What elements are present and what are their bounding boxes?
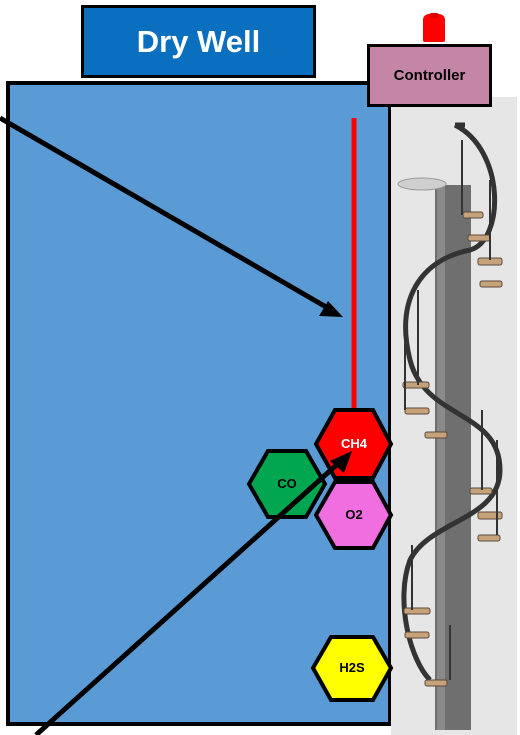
beacon-light-cap — [429, 13, 439, 18]
arrow-head-icon — [330, 451, 352, 473]
dry-well-title: Dry Well — [136, 23, 261, 59]
staircase-top-cap — [397, 177, 447, 191]
h2s-sensor-hex[interactable] — [310, 635, 394, 702]
arrow-to-sample-line — [0, 115, 335, 314]
o2-sensor-label: O2 — [345, 507, 363, 522]
co-sensor-hex[interactable] — [246, 449, 328, 519]
controller-label: Controller — [393, 67, 466, 84]
h2s-sensor-label: H2S — [339, 660, 365, 675]
dry-well-title-box: Dry Well — [81, 5, 316, 78]
co-sensor-label: CO — [277, 476, 297, 491]
controller-box[interactable]: Controller — [367, 44, 492, 107]
staircase-balusters — [404, 140, 498, 680]
dry-well-body — [6, 81, 392, 726]
beacon-light-icon — [423, 14, 445, 42]
o2-sensor-hex[interactable] — [313, 480, 394, 550]
ch4-sensor-label: CH4 — [340, 436, 367, 451]
staircase-pole-highlight — [437, 185, 445, 730]
arrow-to-ch4 — [34, 458, 344, 735]
staircase-steps — [402, 211, 503, 687]
arrow-head-icon — [319, 301, 343, 317]
